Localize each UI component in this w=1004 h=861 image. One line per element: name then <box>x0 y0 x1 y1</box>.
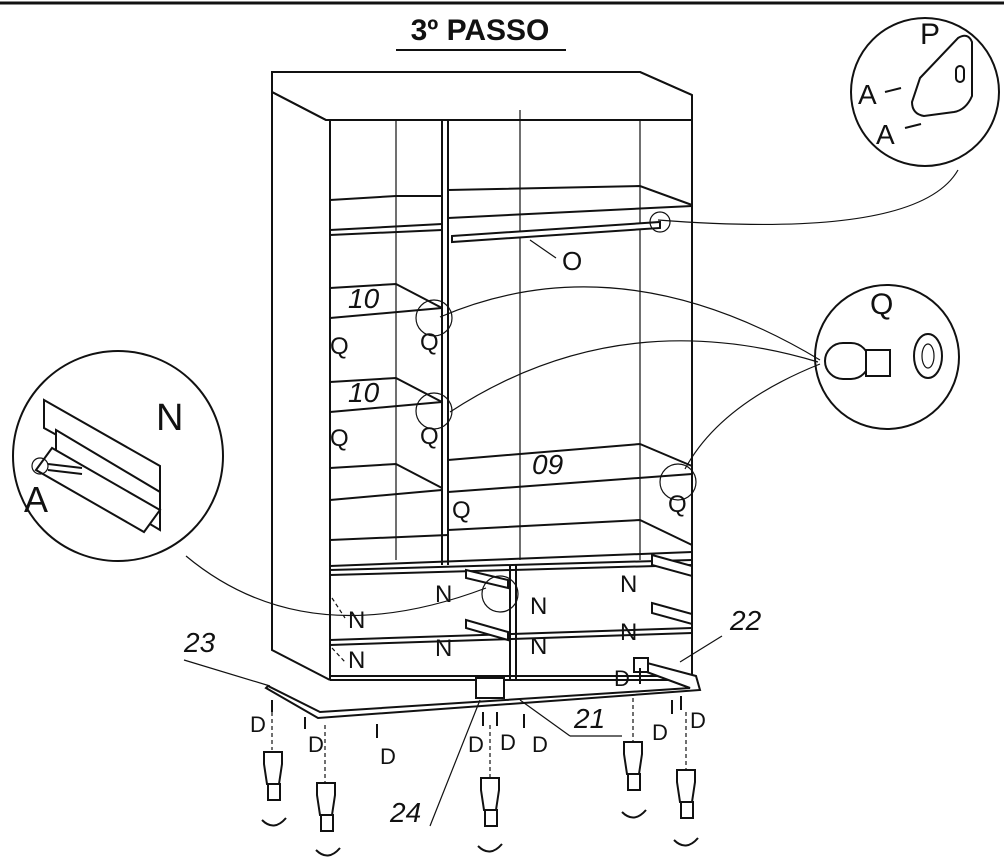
screw-d-7: D <box>614 666 630 691</box>
wardrobe-body <box>271 71 693 681</box>
screw-d-8: D <box>652 720 668 745</box>
support-label-3: Q <box>330 425 349 452</box>
rail-label-5: N <box>435 635 452 662</box>
labels: O 10 10 09 21 22 23 24 Q Q Q Q Q Q N N N… <box>24 18 940 828</box>
rail-label-4: N <box>530 593 547 620</box>
shelf-lower-label: 10 <box>348 377 380 408</box>
base-frame <box>264 657 702 720</box>
drawer-rails <box>331 553 693 663</box>
shelf-upper-label: 10 <box>348 283 380 314</box>
rail-label-1: N <box>348 607 365 634</box>
screw-d-6: D <box>532 732 548 757</box>
rail-label-3: N <box>435 581 452 608</box>
support-label-1: Q <box>330 333 349 360</box>
rod-holder-callout <box>649 17 1000 233</box>
feet-and-screws <box>261 668 699 857</box>
rod-label: O <box>562 246 582 276</box>
screw-d-4: D <box>468 732 484 757</box>
rail-label-7: N <box>620 571 637 598</box>
screw-d-9: D <box>690 708 706 733</box>
shelf-right-label: 09 <box>532 449 563 480</box>
screw-d-2: D <box>308 732 324 757</box>
rod-holder-a2: A <box>876 119 895 150</box>
rail-callout <box>12 350 519 617</box>
support-label-2: Q <box>420 329 439 356</box>
screw-d-1: D <box>250 712 266 737</box>
rail-detail-n: N <box>156 397 183 439</box>
rod-holder-a1: A <box>858 79 877 110</box>
support-label-5: Q <box>452 497 471 524</box>
base-right-label: 22 <box>729 605 762 636</box>
screw-d-3: D <box>380 744 396 769</box>
foot-label: 24 <box>389 797 421 828</box>
base-front-label: 21 <box>573 703 605 734</box>
support-label-6: Q <box>668 491 687 518</box>
shelf-support-callout <box>415 284 960 501</box>
step-title: 3º PASSO <box>411 14 550 47</box>
screw-d-5: D <box>500 730 516 755</box>
rail-label-6: N <box>530 633 547 660</box>
rail-detail-a: A <box>24 479 48 520</box>
rail-label-8: N <box>620 619 637 646</box>
leader-lines <box>183 239 723 827</box>
shelf-support-q: Q <box>870 288 893 321</box>
rod-holder-p: P <box>920 18 940 51</box>
rail-label-2: N <box>348 647 365 674</box>
support-label-4: Q <box>420 423 439 450</box>
base-left-label: 23 <box>183 627 216 658</box>
